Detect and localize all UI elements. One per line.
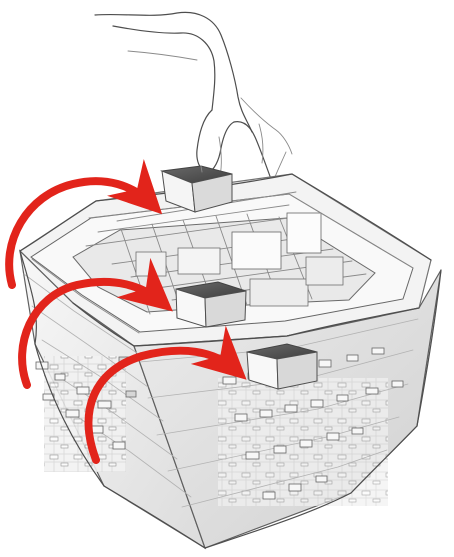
block-icon-middle bbox=[176, 282, 246, 327]
hand-icon bbox=[95, 12, 292, 189]
block-icon-lower bbox=[247, 344, 317, 389]
